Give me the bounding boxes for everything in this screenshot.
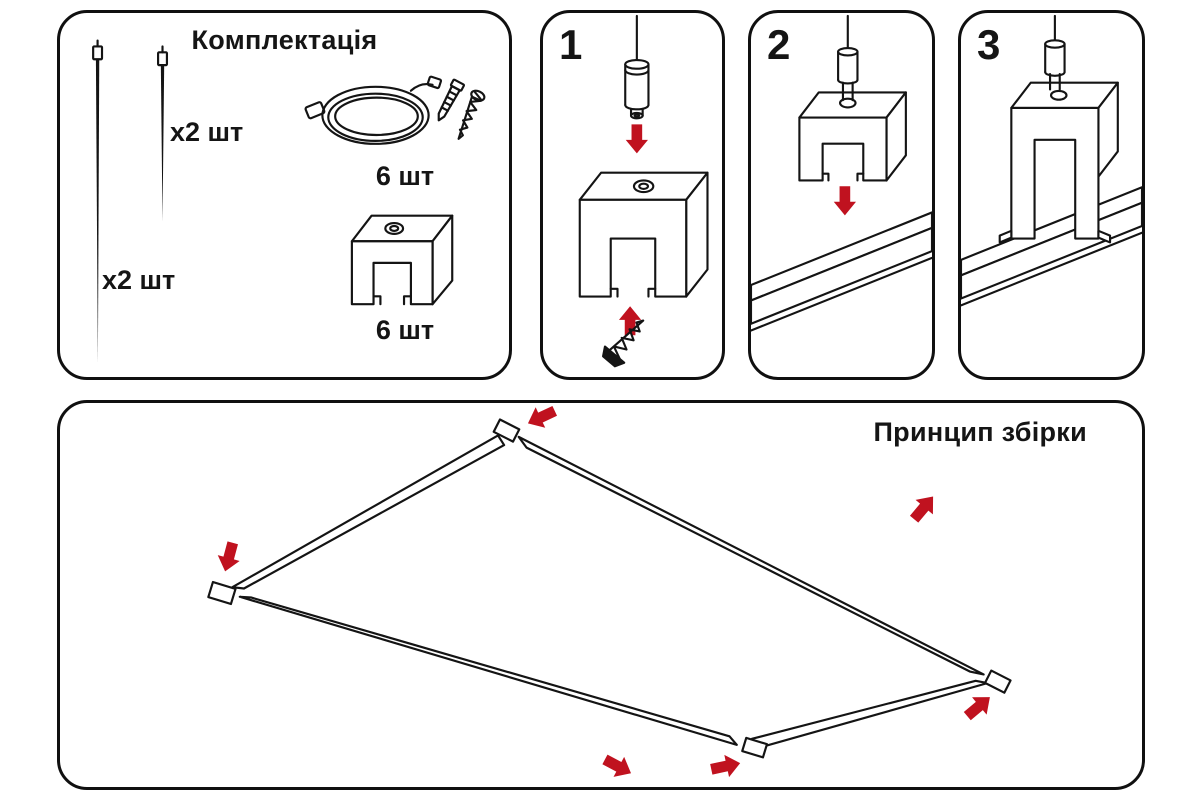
mounting-clip-icon [998, 81, 1119, 244]
cord-grip-icon [837, 47, 859, 102]
assembly-title: Принцип збірки [873, 417, 1087, 447]
wall-anchor-icon [437, 78, 466, 122]
step-1-illustration [578, 14, 709, 368]
frame-rail [231, 434, 989, 749]
cable-coil-icon [304, 75, 443, 145]
frame-illustration [207, 405, 1012, 778]
red-arrow-top-corner-icon [527, 405, 558, 428]
step-3-illustration [961, 14, 1142, 307]
corner-connector [741, 736, 769, 759]
corner-connector [207, 580, 237, 606]
kit-illustration [92, 39, 486, 364]
assembly-panel: Принцип збірки [57, 400, 1145, 790]
step-number: 3 [977, 21, 1001, 68]
mounting-clip-icon [350, 214, 454, 306]
mounting-clip-icon [798, 91, 907, 182]
red-arrow-right-corner-icon [963, 697, 990, 721]
red-arrow-down-icon [625, 124, 648, 154]
step-2-panel: 2 [748, 10, 935, 380]
red-arrow-bottom-corner-icon [710, 754, 741, 778]
step-number: 2 [767, 21, 791, 68]
step-number: 1 [559, 21, 583, 68]
step-1-panel: 1 [540, 10, 725, 380]
qty-label-fasteners: 6 шт [375, 161, 435, 191]
corner-connector [983, 669, 1012, 694]
red-arrow-right-side-icon [909, 496, 934, 523]
qty-label-clips: 6 шт [375, 315, 435, 345]
cord-grip-icon [624, 58, 650, 120]
suspension-cable-short-icon [157, 45, 169, 222]
red-arrow-left-corner-icon [217, 541, 240, 572]
step-2-illustration [751, 14, 932, 332]
mounting-clip-icon [578, 171, 709, 298]
corner-connector [492, 418, 521, 443]
screw-icon [602, 319, 645, 368]
kit-panel: Комплектація x2 шт x2 шт 6 шт 6 шт [57, 10, 512, 380]
screw-icon [457, 89, 486, 140]
qty-label-cables-long: x2 шт [102, 265, 176, 295]
qty-label-cables-short: x2 шт [170, 117, 244, 147]
step-3-panel: 3 [958, 10, 1145, 380]
cord-grip-icon [1044, 39, 1066, 91]
red-arrow-down-icon [833, 186, 857, 216]
suspension-cable-long-icon [92, 39, 104, 364]
red-arrow-up-icon [618, 306, 642, 336]
track-rail-icon [961, 186, 1142, 307]
red-arrow-bottom-left-icon [602, 754, 632, 777]
kit-title: Комплектація [191, 25, 378, 55]
track-rail-icon [751, 211, 932, 332]
